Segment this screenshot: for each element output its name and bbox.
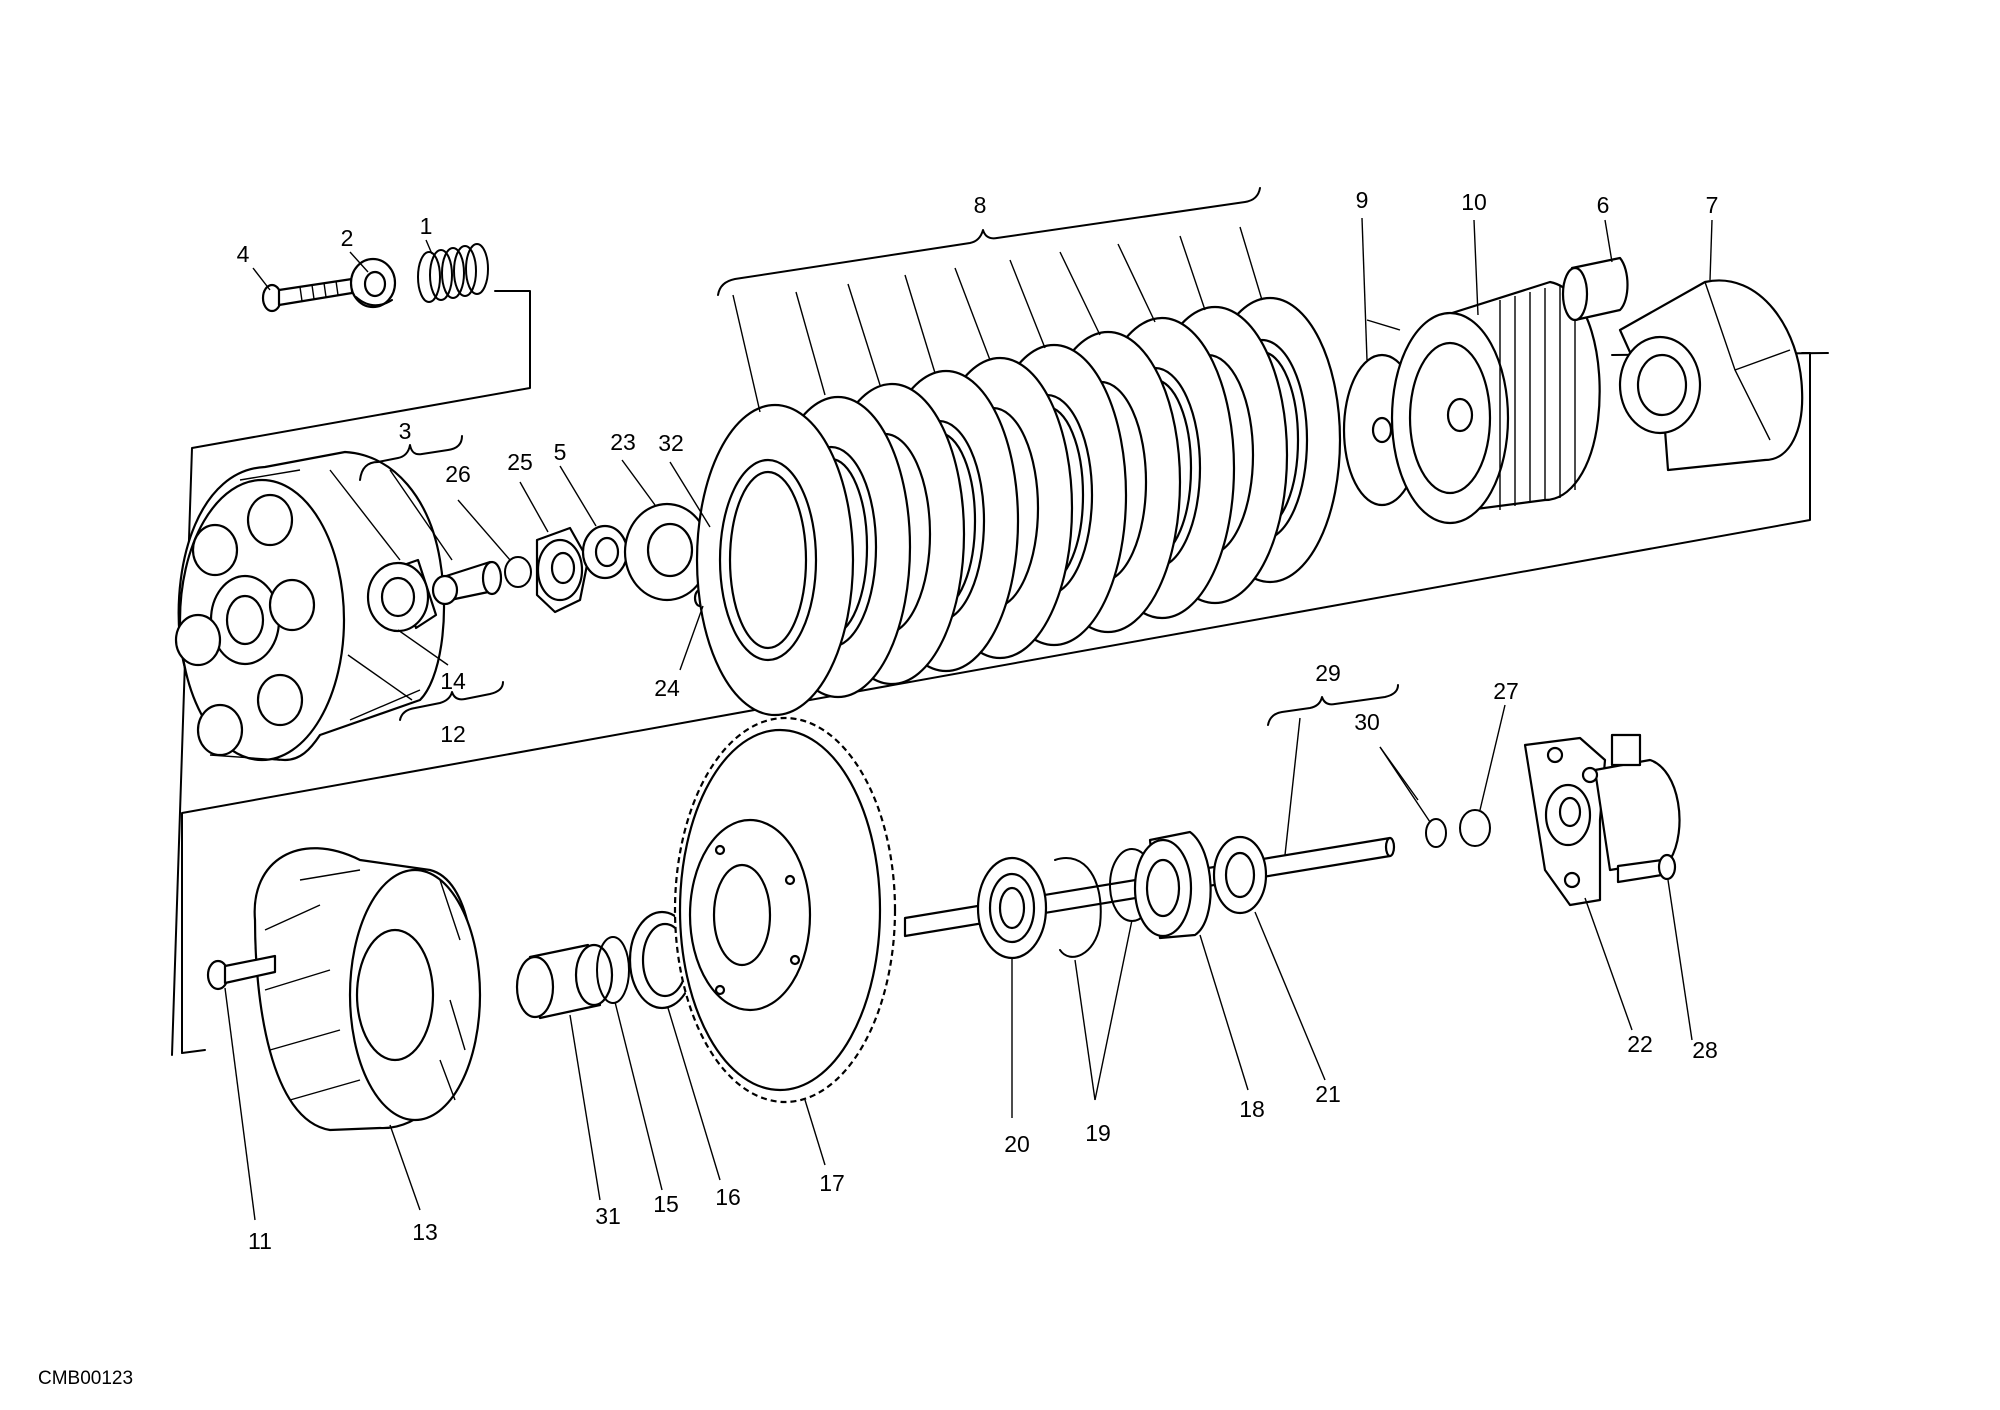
part-21-bushing xyxy=(1212,835,1268,915)
part-26-o-ring xyxy=(504,556,532,588)
callout-27: 27 xyxy=(1493,678,1519,704)
part-22-slave-cylinder xyxy=(1523,733,1681,907)
callout-2: 2 xyxy=(341,225,354,251)
callout-10: 10 xyxy=(1461,189,1487,215)
part-27-circlip xyxy=(1459,809,1491,847)
part-25-nut xyxy=(535,526,590,614)
part-28-bolt xyxy=(1616,853,1677,884)
callout-14: 14 xyxy=(440,668,466,694)
callout-13: 13 xyxy=(412,1219,438,1245)
callout-15: 15 xyxy=(653,1191,679,1217)
part-1-spring xyxy=(417,243,489,303)
callout-labels: 1 2 3 4 5 6 7 8 9 10 11 12 13 14 15 16 1… xyxy=(237,187,1719,1254)
callout-24: 24 xyxy=(654,675,680,701)
part-3-pushrod-end xyxy=(431,560,503,606)
part-13-clutch-drum xyxy=(253,847,482,1132)
callout-5: 5 xyxy=(554,439,567,465)
drawing-code: CMB00123 xyxy=(38,1368,133,1389)
part-17-primary-gear xyxy=(673,716,897,1104)
part-7-housing-cover xyxy=(1618,279,1804,472)
part-12-pressure-plate xyxy=(174,450,445,762)
part-14-bearing xyxy=(366,558,438,633)
callout-20: 20 xyxy=(1004,1131,1030,1157)
part-11-bolt xyxy=(206,954,277,991)
callout-28: 28 xyxy=(1692,1037,1718,1063)
callout-29: 29 xyxy=(1315,660,1341,686)
part-4-bolt xyxy=(261,277,354,313)
callout-31: 31 xyxy=(595,1203,621,1229)
callout-8: 8 xyxy=(974,192,987,218)
callout-11: 11 xyxy=(248,1228,272,1254)
part-18-bearing xyxy=(1133,830,1212,940)
callout-18: 18 xyxy=(1239,1096,1265,1122)
callout-22: 22 xyxy=(1627,1031,1653,1057)
part-8-clutch-pack xyxy=(695,296,1342,717)
callout-16: 16 xyxy=(715,1184,741,1210)
callout-6: 6 xyxy=(1597,192,1610,218)
part-5-washer xyxy=(581,524,629,580)
part-31-sleeve xyxy=(515,943,614,1020)
callout-25: 25 xyxy=(507,449,533,475)
callout-3: 3 xyxy=(399,418,412,444)
callout-26: 26 xyxy=(445,461,471,487)
part-30-seals xyxy=(1425,818,1447,848)
part-10-clutch-hub xyxy=(1390,280,1601,525)
callout-9: 9 xyxy=(1356,187,1369,213)
callout-7: 7 xyxy=(1706,192,1719,218)
callout-30: 30 xyxy=(1354,709,1380,735)
leader-lines xyxy=(224,187,1713,1221)
part-15-ring xyxy=(596,936,630,1004)
callout-19: 19 xyxy=(1085,1120,1111,1146)
callout-17: 17 xyxy=(819,1170,845,1196)
part-6-bushing xyxy=(1561,256,1629,322)
callout-23: 23 xyxy=(610,429,636,455)
part-2-washer xyxy=(349,257,397,309)
callout-32: 32 xyxy=(658,430,684,456)
callout-21: 21 xyxy=(1315,1081,1341,1107)
part-20-bearing xyxy=(976,856,1048,960)
part-23-bushing xyxy=(623,502,711,602)
callout-1: 1 xyxy=(420,213,433,239)
callout-12: 12 xyxy=(440,721,466,747)
callout-4: 4 xyxy=(237,241,250,267)
